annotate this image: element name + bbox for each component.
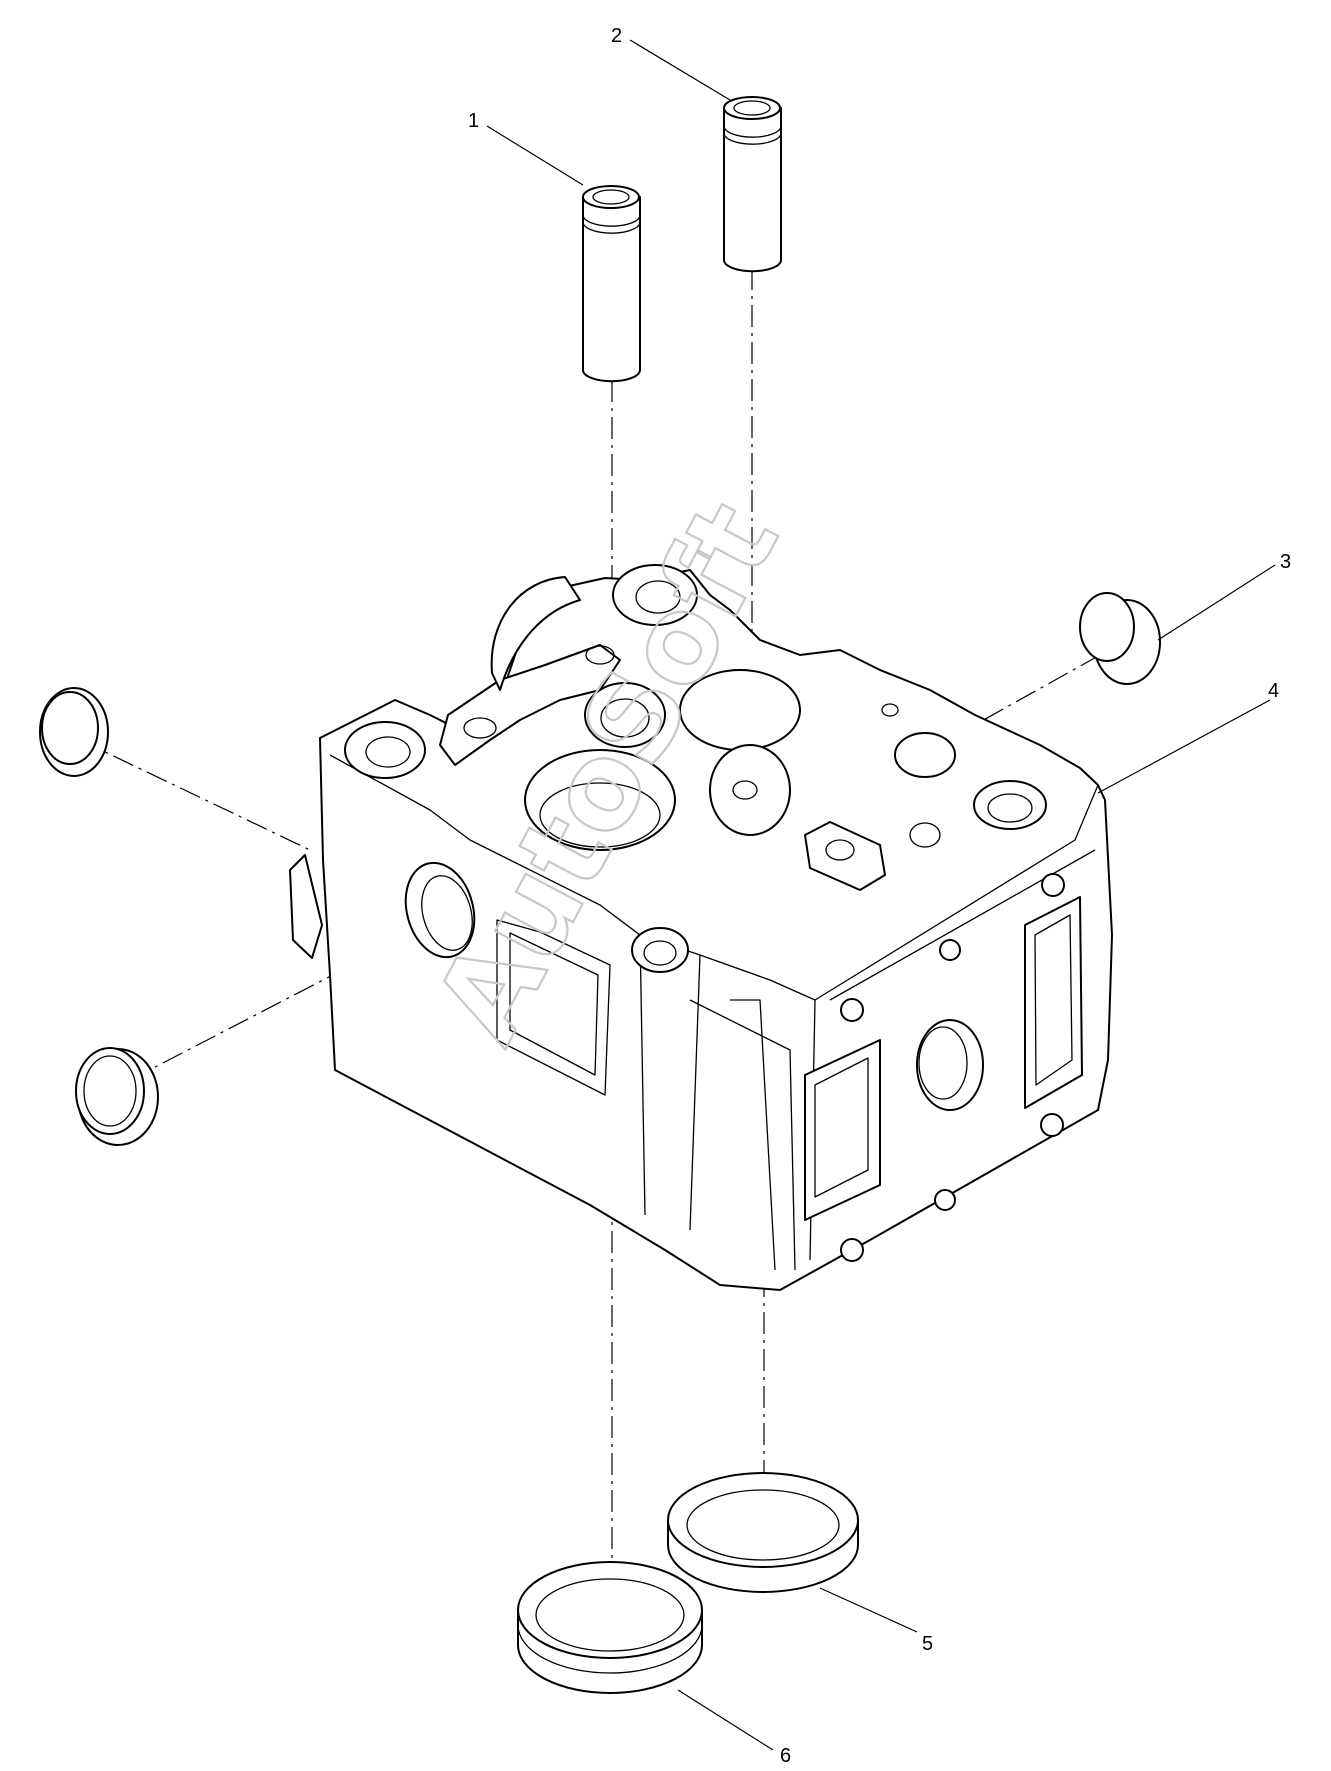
valve-seat-ring-6 bbox=[517, 1561, 703, 1694]
valve-guide-1 bbox=[582, 185, 641, 383]
callout-4: 4 bbox=[1268, 680, 1279, 702]
plug-3 bbox=[1079, 592, 1161, 685]
callout-1: 1 bbox=[468, 110, 479, 132]
callout-2: 2 bbox=[611, 25, 622, 47]
valve-seat-ring-5 bbox=[667, 1472, 859, 1593]
callouts: 1 2 3 4 5 6 bbox=[468, 25, 1291, 1767]
seal-ring-left-lower bbox=[75, 1047, 159, 1146]
cylinder-head-body bbox=[289, 564, 1113, 1291]
plug-left-upper bbox=[39, 687, 109, 777]
callout-6: 6 bbox=[780, 1745, 791, 1767]
valve-guide-2 bbox=[723, 96, 782, 273]
leader-lines bbox=[486, 39, 1276, 1751]
callout-5: 5 bbox=[922, 1633, 933, 1655]
callout-3: 3 bbox=[1280, 551, 1291, 573]
